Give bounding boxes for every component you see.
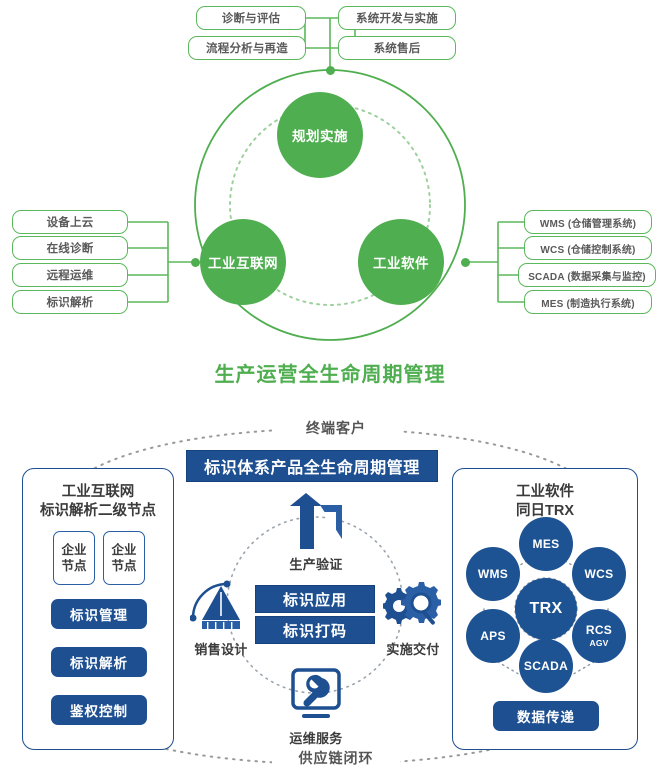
enterprise-node-box-1[interactable]: 企业 节点 <box>53 531 95 585</box>
left-pill-online-diagnosis[interactable]: 在线诊断 <box>12 236 128 260</box>
right-pill-wcs[interactable]: WCS (仓储控制系统) <box>524 236 652 260</box>
top-pill-system-development[interactable]: 系统开发与实施 <box>338 6 456 30</box>
top-pill-process-analysis[interactable]: 流程分析与再造 <box>188 36 306 60</box>
left-pill-device-cloud[interactable]: 设备上云 <box>12 210 128 234</box>
trx-ring-circle-mes[interactable]: MES <box>519 517 573 571</box>
monitor-wrench-icon <box>291 668 341 718</box>
enterprise-node-1-line2: 节点 <box>61 559 87 573</box>
right-pill-scada[interactable]: SCADA (数据采集与监控) <box>518 263 656 287</box>
stage-label-sales-design: 销售设计 <box>194 642 248 657</box>
enterprise-node-1-line1: 企业 <box>61 543 87 557</box>
stage-label-implementation-delivery: 实施交付 <box>386 642 440 657</box>
trx-ring-rcs-label: RCS <box>585 622 613 637</box>
identifier-lifecycle-blue-diagram: 标识体系产品全生命周期管理 终端客户 供应链闭环 工业互联网 标识解析二级节点 … <box>0 410 660 780</box>
button-identifier-resolution[interactable]: 标识解析 <box>51 647 147 677</box>
top-pill-after-sales[interactable]: 系统售后 <box>338 36 456 60</box>
left-pill-remote-ops[interactable]: 远程运维 <box>12 263 128 287</box>
arc-label-supply-chain-loop: 供应链闭环 <box>272 748 400 768</box>
gear-magnifier-icon <box>383 582 441 625</box>
right-pill-wms[interactable]: WMS (仓储管理系统) <box>524 210 652 234</box>
left-panel-title: 工业互联网 标识解析二级节点 <box>23 483 173 521</box>
left-panel-title-line2: 标识解析二级节点 <box>40 503 156 519</box>
trx-ring-scada-label: SCADA <box>523 659 569 673</box>
mid-box-identifier-coding[interactable]: 标识打码 <box>255 616 375 644</box>
trx-ring-rcs-sub: AGV <box>589 637 609 648</box>
trx-ring-wcs-label: WCS <box>584 567 614 581</box>
circle-industrial-internet[interactable]: 工业互联网 <box>200 219 286 305</box>
banner-identifier-lifecycle[interactable]: 标识体系产品全生命周期管理 <box>186 450 438 482</box>
panel-industrial-software-trx: 工业软件 同日TRX TRX MES WCS RCS AGV <box>452 468 638 750</box>
top-pill-diagnosis[interactable]: 诊断与评估 <box>196 6 306 30</box>
trx-ring-mes-label: MES <box>532 537 560 551</box>
trx-center-label: TRX <box>529 600 563 617</box>
section-title-lifecycle: 生产运营全生命周期管理 <box>214 364 446 386</box>
right-panel-title-line1: 工业软件 <box>516 484 574 500</box>
trx-center-circle[interactable]: TRX <box>515 578 577 640</box>
green-connector-lines <box>128 17 524 341</box>
left-pill-identifier-resolution[interactable]: 标识解析 <box>12 290 128 314</box>
right-panel-title: 工业软件 同日TRX <box>453 483 637 521</box>
button-identifier-management[interactable]: 标识管理 <box>51 599 147 629</box>
lifecycle-green-diagram: 诊断与评估 系统开发与实施 流程分析与再造 系统售后 规划实施 工业互联网 工业… <box>12 6 656 386</box>
enterprise-node-2-line2: 节点 <box>111 559 137 573</box>
trx-ring-circle-aps[interactable]: APS <box>466 609 520 663</box>
trx-ring-circle-wms[interactable]: WMS <box>466 547 520 601</box>
mid-box-identifier-application[interactable]: 标识应用 <box>255 585 375 613</box>
trx-ring-circle-wcs[interactable]: WCS <box>572 547 626 601</box>
node-dot-left <box>190 257 200 267</box>
trx-ring-wms-label: WMS <box>477 567 509 581</box>
button-data-transfer[interactable]: 数据传递 <box>493 701 599 731</box>
production-verification-icon <box>290 493 342 549</box>
trx-ring-circle-rcs-agv[interactable]: RCS AGV <box>572 609 626 663</box>
node-dot-right <box>460 257 470 267</box>
right-pill-mes[interactable]: MES (制造执行系统) <box>524 290 652 314</box>
panel-industrial-internet-node: 工业互联网 标识解析二级节点 企业 节点 企业 节点 标识管理 标识解析 鉴权控… <box>22 468 174 750</box>
trx-ring-circle-scada[interactable]: SCADA <box>519 639 573 693</box>
pen-nib-compass-icon <box>190 580 240 629</box>
right-panel-title-line2: 同日TRX <box>516 503 574 519</box>
stage-label-ops-service: 运维服务 <box>289 731 343 746</box>
node-dot-top <box>325 65 335 75</box>
trx-ring-aps-label: APS <box>480 629 506 643</box>
enterprise-node-2-line1: 企业 <box>111 543 137 557</box>
enterprise-node-box-2[interactable]: 企业 节点 <box>103 531 145 585</box>
arc-label-terminal-customer: 终端客户 <box>272 418 400 438</box>
button-authentication-control[interactable]: 鉴权控制 <box>51 695 147 725</box>
stage-label-production-verification: 生产验证 <box>289 557 343 572</box>
circle-industrial-software[interactable]: 工业软件 <box>358 219 444 305</box>
left-panel-title-line1: 工业互联网 <box>61 484 135 500</box>
circle-planning-implementation[interactable]: 规划实施 <box>277 92 363 178</box>
